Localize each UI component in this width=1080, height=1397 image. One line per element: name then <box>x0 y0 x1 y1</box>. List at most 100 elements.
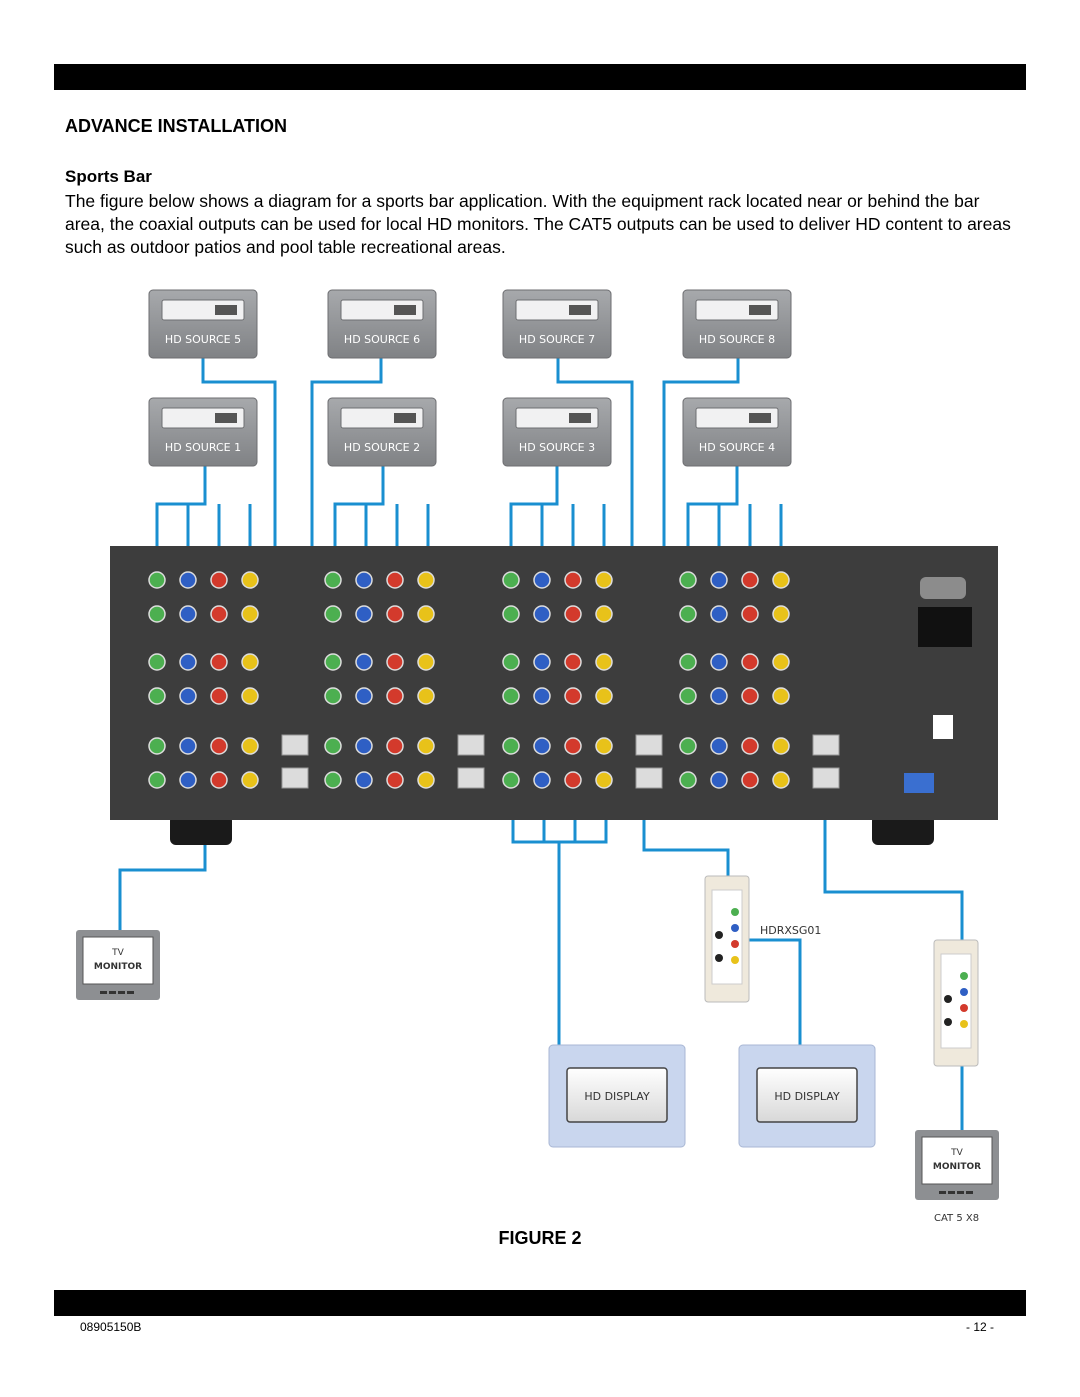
rca-jack <box>679 571 697 589</box>
rca-jack <box>533 737 551 755</box>
wall-plate-receiver-2 <box>933 939 979 1067</box>
hd-display-2-label: HD DISPLAY <box>774 1090 840 1103</box>
rca-jack <box>772 737 790 755</box>
rj45-port <box>812 767 840 789</box>
rca-jack <box>679 737 697 755</box>
serial-port <box>920 577 966 599</box>
rca-jack <box>324 605 342 623</box>
rca-jack <box>148 771 166 789</box>
rca-jack <box>679 687 697 705</box>
rca-jack <box>533 771 551 789</box>
hd-source-label: HD SOURCE 5 <box>165 333 241 346</box>
rca-jack <box>355 737 373 755</box>
rca-jack <box>741 771 759 789</box>
rca-jack <box>595 653 613 671</box>
rj45-port <box>281 734 309 756</box>
rca-jack <box>179 571 197 589</box>
chassis-foot-right <box>872 815 934 845</box>
power-inlet <box>918 607 972 647</box>
rca-jack <box>179 687 197 705</box>
cable-label: CAT 5 X8 <box>934 1213 979 1224</box>
hd-source-label: HD SOURCE 6 <box>344 333 420 346</box>
rca-jack <box>533 687 551 705</box>
rca-jack <box>710 605 728 623</box>
rca-jack <box>772 571 790 589</box>
rca-jack <box>386 737 404 755</box>
rca-jack <box>595 771 613 789</box>
rca-jack <box>502 571 520 589</box>
rca-jack <box>210 571 228 589</box>
rca-jack <box>355 653 373 671</box>
rca-jack <box>417 737 435 755</box>
rca-jack <box>564 653 582 671</box>
rca-jack <box>710 771 728 789</box>
page-number: - 12 - <box>966 1320 995 1334</box>
hd-source-label: HD SOURCE 1 <box>165 441 241 454</box>
rca-jack <box>595 571 613 589</box>
hd-source-label: HD SOURCE 2 <box>344 441 420 454</box>
rca-jack <box>241 653 259 671</box>
rca-jack <box>595 605 613 623</box>
rca-jack <box>324 771 342 789</box>
hd-source-label: HD SOURCE 4 <box>699 441 775 454</box>
rca-jack <box>355 687 373 705</box>
hd-display-2: HD DISPLAY <box>738 1044 876 1148</box>
rca-jack <box>710 737 728 755</box>
tv-monitor-left: TV MONITOR <box>76 930 160 1000</box>
rca-jack <box>502 737 520 755</box>
receiver-label: HDRXSG01 <box>760 924 821 937</box>
tv-monitor-left-line1: TV <box>111 948 124 958</box>
hd-source-2: HD SOURCE 6 <box>327 289 437 359</box>
rca-jack <box>710 687 728 705</box>
hd-source-3: HD SOURCE 7 <box>502 289 612 359</box>
rca-jack <box>417 771 435 789</box>
rca-jack <box>148 605 166 623</box>
rca-jack <box>772 605 790 623</box>
figure-caption: FIGURE 2 <box>498 1228 582 1248</box>
hd-source-4: HD SOURCE 8 <box>682 289 792 359</box>
rca-jack <box>324 687 342 705</box>
signal-cable <box>155 466 252 580</box>
rca-jack <box>386 771 404 789</box>
hd-source-5: HD SOURCE 1 <box>148 397 258 467</box>
footer-bar <box>54 1290 1026 1316</box>
intro-paragraph: The figure below shows a diagram for a s… <box>65 191 1011 257</box>
rca-jack <box>564 737 582 755</box>
rca-jack <box>324 653 342 671</box>
rca-jack <box>210 737 228 755</box>
hd-display-1-label: HD DISPLAY <box>584 1090 650 1103</box>
rj45-port <box>812 734 840 756</box>
rca-jack <box>772 771 790 789</box>
hd-source-label: HD SOURCE 8 <box>699 333 775 346</box>
section-title: ADVANCE INSTALLATION <box>65 116 287 136</box>
rca-jack <box>741 605 759 623</box>
rca-jack <box>772 653 790 671</box>
rca-jack <box>386 605 404 623</box>
dip-switch <box>904 773 934 793</box>
header-bar <box>54 64 1026 90</box>
rj45-port <box>457 734 485 756</box>
rca-jack <box>741 687 759 705</box>
rca-jack <box>241 571 259 589</box>
rca-jack <box>179 771 197 789</box>
ir-window <box>933 715 953 739</box>
rca-jack <box>679 653 697 671</box>
hd-source-7: HD SOURCE 3 <box>502 397 612 467</box>
rca-jack <box>502 687 520 705</box>
rca-jack <box>417 571 435 589</box>
rca-jack <box>595 737 613 755</box>
rj45-port <box>635 734 663 756</box>
hd-source-8: HD SOURCE 4 <box>682 397 792 467</box>
rca-jack <box>324 571 342 589</box>
chassis-foot-left <box>170 815 232 845</box>
rca-jack <box>502 653 520 671</box>
tv-monitor-right-line1: TV <box>950 1148 963 1158</box>
rca-jack <box>564 571 582 589</box>
rca-jack <box>533 571 551 589</box>
signal-cable <box>740 938 802 1045</box>
wall-plate-receiver-1 <box>704 875 750 1003</box>
rca-jack <box>386 653 404 671</box>
rca-jack <box>148 653 166 671</box>
rca-jack <box>741 737 759 755</box>
rca-jack <box>502 605 520 623</box>
